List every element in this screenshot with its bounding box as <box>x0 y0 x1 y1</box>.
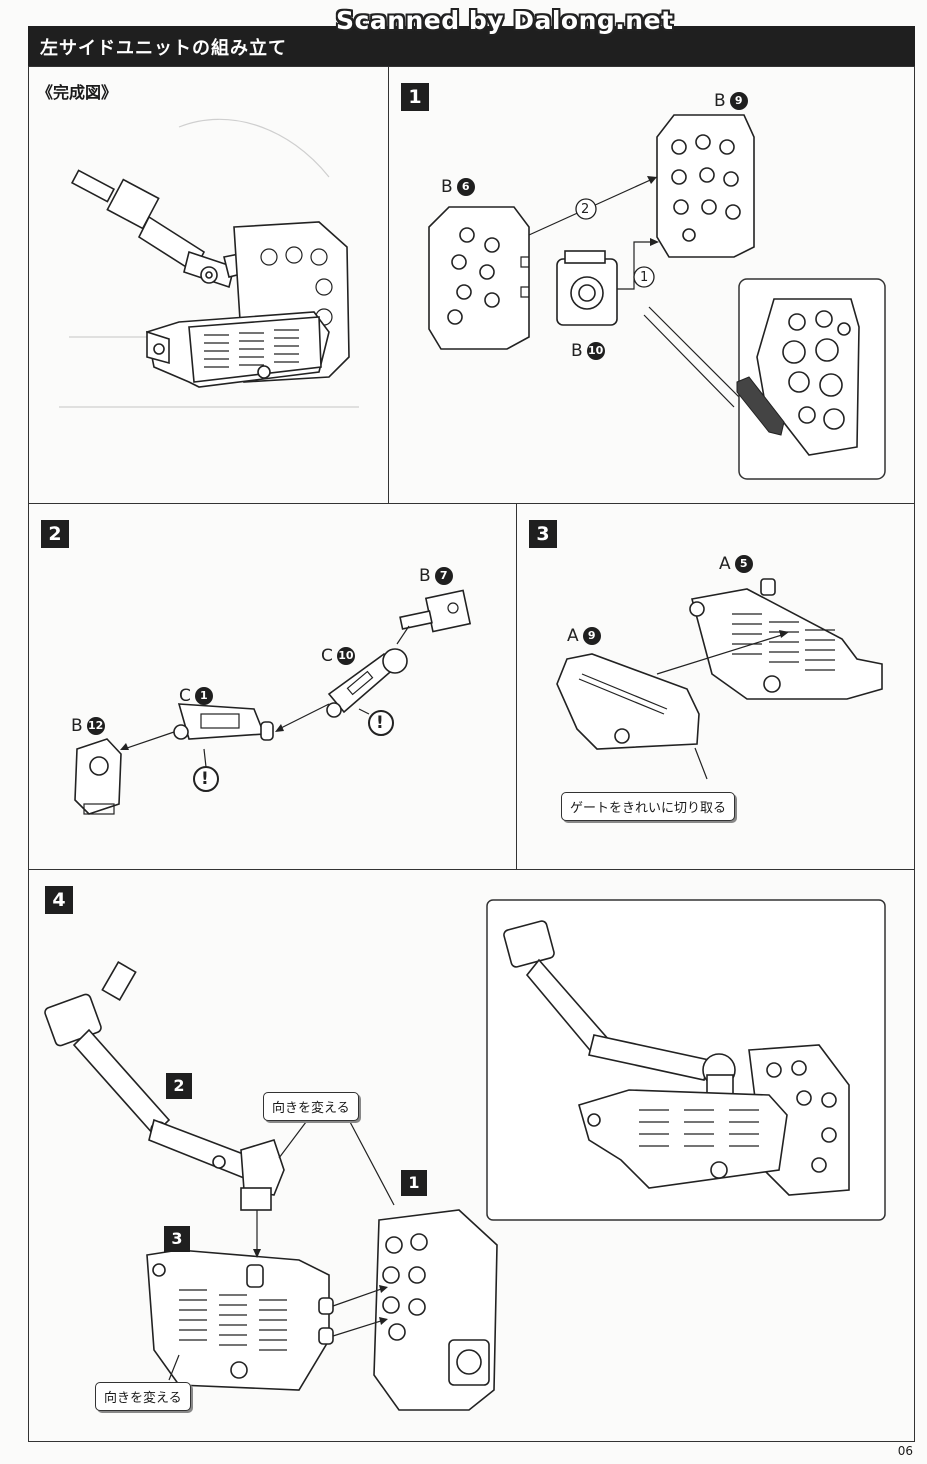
part-b6-number: 6 <box>456 178 475 196</box>
step-4-illustration <box>44 899 886 1411</box>
order-step-2-label: 2 <box>581 202 590 217</box>
complete-unit-illustration <box>59 118 359 408</box>
part-c10-number: 10 <box>336 647 355 665</box>
part-b6-runner: B <box>441 177 453 197</box>
part-b12-number: 12 <box>86 717 105 735</box>
complete-view-title: 《完成図》 <box>37 83 118 102</box>
step-2-illustration <box>74 589 472 815</box>
part-a9-number: 9 <box>582 627 601 645</box>
step-3-illustration <box>556 578 883 780</box>
step-4-sub-2: 2 <box>166 1073 192 1099</box>
part-a5-runner: A <box>719 554 731 574</box>
part-b10-number: 10 <box>586 342 605 360</box>
part-b7-runner: B <box>419 566 431 586</box>
part-a9-runner: A <box>567 626 579 646</box>
caution-icon-c10: ! <box>376 713 384 733</box>
step-4-sub-1: 1 <box>401 1170 427 1196</box>
part-b12-runner: B <box>71 716 83 736</box>
panel-step-4: 4 <box>28 869 915 1442</box>
turn-direction-note-top: 向きを変える <box>263 1092 359 1121</box>
part-c1-number: 1 <box>194 687 213 705</box>
page-number: 06 <box>897 1444 913 1458</box>
part-b7-number: 7 <box>434 567 453 585</box>
step-2-number: 2 <box>41 520 69 548</box>
order-step-1-label: 1 <box>640 270 649 285</box>
section-title: 左サイドユニットの組み立て <box>40 38 287 59</box>
gate-removal-note: ゲートをきれいに切り取る <box>561 792 736 821</box>
part-b10-runner: B <box>571 341 583 361</box>
step-4-number: 4 <box>45 886 73 914</box>
turn-direction-note-bottom: 向きを変える <box>95 1382 191 1411</box>
part-a5-number: 5 <box>734 555 753 573</box>
step-1-number: 1 <box>401 83 429 111</box>
step-1-illustration <box>428 114 886 480</box>
scan-watermark: Scanned by Dalong.net <box>336 6 674 35</box>
part-b9-runner: B <box>714 91 726 111</box>
panel-complete-view: 《完成図》 <box>28 66 389 504</box>
part-c1-runner: C <box>179 686 191 706</box>
part-b9-number: 9 <box>729 92 748 110</box>
step-3-number: 3 <box>529 520 557 548</box>
step-4-sub-3: 3 <box>164 1226 190 1252</box>
caution-icon-c1: ! <box>201 769 209 789</box>
part-c10-runner: C <box>321 646 333 666</box>
section-header: 左サイドユニットの組み立て <box>28 26 915 66</box>
